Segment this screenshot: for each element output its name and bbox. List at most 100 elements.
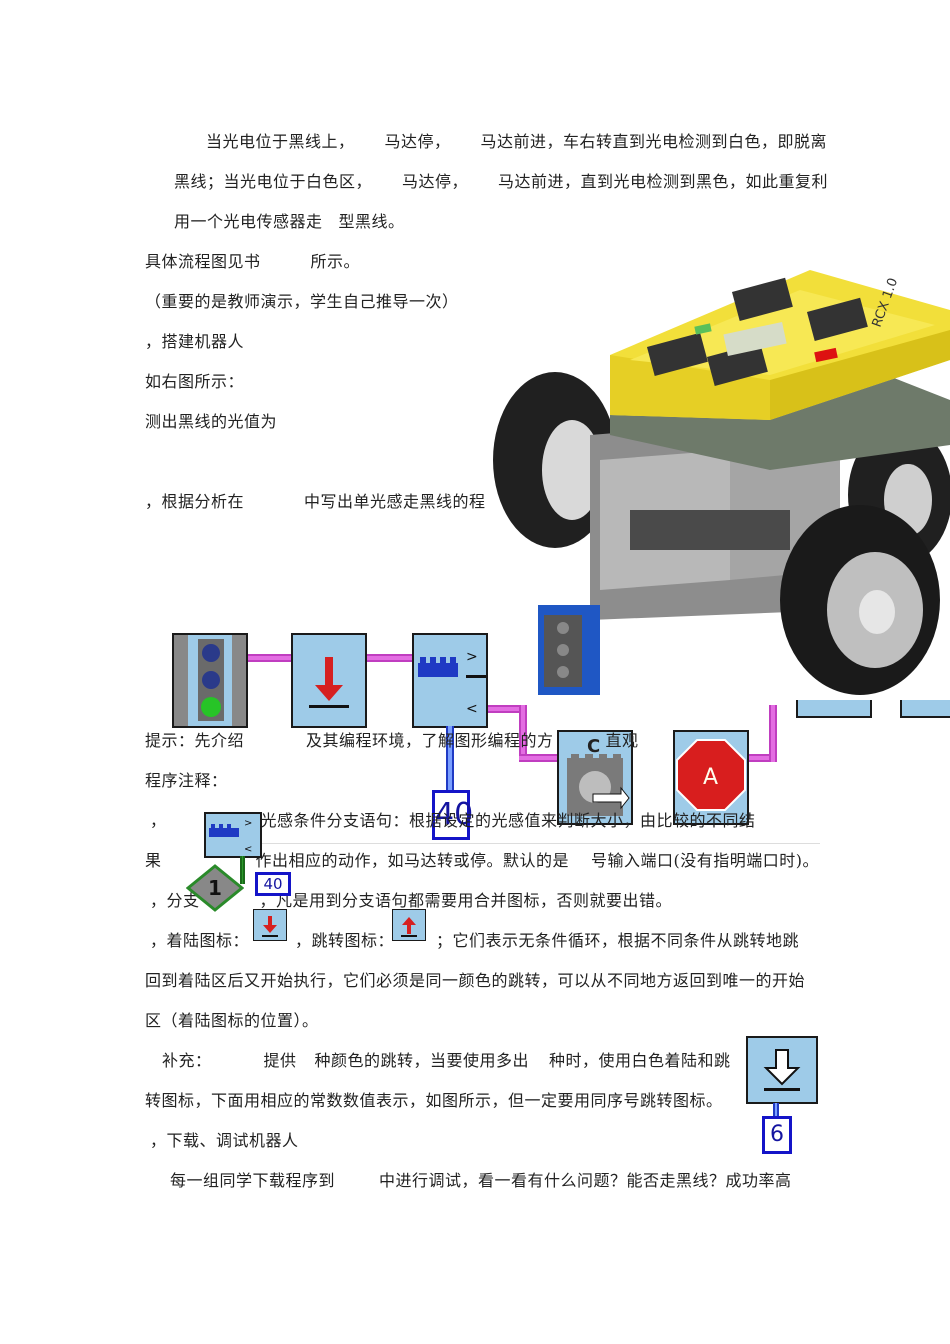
text-line-1: 当光电位于黑线上， 马达停， 马达前进，车右转直到光电检测到白色，即脱离 [206, 132, 827, 152]
text-segment: 回到着陆区后又开始执行，它们必须是同一颜色的跳转，可以从不同地方返回到唯一的开始 [145, 971, 806, 990]
text-segment: 提供 [263, 1051, 297, 1070]
sensor-branch-block[interactable]: > < [412, 633, 488, 728]
text-line-20: ，下载、调试机器人 [150, 1131, 299, 1151]
jump-number-box: 6 [762, 1116, 792, 1154]
jump-inline-icon [392, 909, 426, 941]
divider [260, 843, 820, 844]
text-segment: 补充： [162, 1051, 212, 1070]
text-line-14: ，分支 ，凡是用到分支语句都需要用合并图标，否则就要出错。 [150, 891, 672, 911]
threshold-value: 40 [435, 797, 474, 832]
text-segment: 果 [145, 851, 162, 870]
text-segment: 型黑线。 [338, 212, 405, 231]
stop-sign-icon: A [676, 739, 746, 811]
light-sensor-icon: > < [209, 818, 252, 855]
landing-inline-icon [253, 909, 287, 941]
merge-number: 1 [208, 876, 222, 900]
text-segment: ，搭建机器人 [145, 332, 245, 351]
threshold-box[interactable]: 40 [432, 790, 474, 840]
text-segment: 直观 [605, 731, 639, 750]
down-arrow-outline-icon [763, 1049, 801, 1091]
text-segment: 每一组同学下载程序到 [170, 1171, 336, 1190]
text-segment: ，分支 [150, 891, 200, 910]
text-line-21: 每一组同学下载程序到 中进行调试，看一看有什么问题？能否走黑线？成功率高 [170, 1171, 792, 1191]
program-wire [486, 705, 526, 713]
text-segment: 区（着陆图标的位置）。 [145, 1011, 319, 1030]
text-segment: （重要的是教师演示，学生自己推导一次） [145, 292, 459, 311]
text-segment: 提示：先介绍 [145, 731, 245, 750]
text-segment: ，凡是用到分支语句都需要用合并图标，否则就要出错。 [259, 891, 673, 910]
text-segment: 当光电位于黑线上， [206, 132, 355, 151]
text-segment: 种颜色的跳转，当要使用多出 [314, 1051, 530, 1070]
text-line-2: 黑线；当光电位于白色区， 马达停， 马达前进，直到光电检测到黑色，如此重复利 [174, 172, 828, 192]
port-label: C [587, 736, 600, 757]
text-segment: ；它们表示无条件循环，根据不同条件从跳转地跳 [436, 931, 800, 950]
text-segment: ，跳转图标： [295, 931, 395, 950]
program-wire [748, 754, 776, 762]
merge-diamond-icon: 1 [186, 864, 244, 912]
text-line-17: 区（着陆图标的位置）。 [145, 1011, 319, 1031]
text-line-6: ，搭建机器人 [145, 332, 244, 352]
text-line-7: 如右图所示： [145, 372, 244, 392]
text-segment: 转图标，下面用相应的常数数值表示，如图所示，但一定要用同序号跳转图标。 [145, 1091, 723, 1110]
down-arrow-icon [309, 657, 349, 708]
text-line-10: 提示：先介绍 及其编程环境，了解图形编程的方 直观 [145, 731, 639, 751]
text-segment: 马达停， [384, 132, 451, 151]
down-arrow-icon [262, 916, 278, 937]
text-segment: 如右图所示： [145, 372, 245, 391]
text-line-19: 转图标，下面用相应的常数数值表示，如图所示，但一定要用同序号跳转图标。 [145, 1091, 723, 1111]
text-segment: 所示。 [310, 252, 361, 271]
svg-text:>: > [466, 649, 478, 665]
traffic-light-icon [174, 635, 246, 726]
text-line-9: ，根据分析在 中写出单光感走黑线的程 [145, 492, 486, 512]
text-segment: 中进行调试，看一看有什么问题？能否走黑线？成功率高 [379, 1171, 792, 1190]
partial-block[interactable] [900, 700, 950, 718]
text-segment: 光感条件分支语句：根据设定的光感值来判断大小，由比较的不同结 [260, 811, 756, 830]
small-branch-block: > < [204, 812, 262, 858]
svg-text:<: < [244, 844, 252, 855]
jump-number: 6 [770, 1122, 784, 1147]
text-segment: 马达前进，直到光电检测到黑色，如此重复利 [498, 172, 829, 191]
text-line-13: 果作出相应的动作，如马达转或停。默认的是号输入端口(没有指明端口时)。 [145, 851, 819, 871]
text-segment: 用一个光电传感器走 [174, 212, 323, 231]
landing-block[interactable] [291, 633, 367, 728]
program-wire [247, 654, 293, 662]
small-wire [240, 856, 245, 884]
text-line-16: 回到着陆区后又开始执行，它们必须是同一颜色的跳转，可以从不同地方返回到唯一的开始 [145, 971, 805, 991]
text-segment: ，根据分析在 [145, 492, 245, 511]
text-line-18: 补充： 提供种颜色的跳转，当要使用多出种时，使用白色着陆和跳 [162, 1051, 731, 1071]
up-arrow-icon [401, 917, 417, 937]
svg-text:<: < [466, 701, 478, 717]
text-segment: 黑线；当光电位于白色区， [174, 172, 373, 191]
robot-illustration: RCX 1.0 [493, 270, 950, 695]
text-segment: 中写出单光感走黑线的程 [304, 492, 486, 511]
text-line-3: 用一个光电传感器走型黑线。 [174, 212, 405, 232]
text-segment: 测出黑线的光值为 [145, 412, 278, 431]
text-segment: ，着陆图标： [150, 931, 250, 950]
start-block[interactable] [172, 633, 248, 728]
text-segment: 种时，使用白色着陆和跳 [549, 1051, 731, 1070]
text-segment: 具体流程图见书 [145, 252, 261, 271]
program-wire [365, 654, 414, 662]
program-wire [769, 705, 777, 762]
small-threshold-value: 40 [263, 875, 283, 893]
small-threshold-box: 40 [255, 872, 291, 896]
program-wire [519, 754, 559, 762]
jump-number-wire [773, 1103, 779, 1117]
partial-block[interactable] [796, 700, 872, 718]
text-line-11: 程序注释： [145, 771, 228, 791]
light-sensor-icon: > < [418, 649, 486, 717]
text-segment: 号输入端口(没有指明端口时)。 [591, 851, 820, 870]
program-wire [519, 705, 527, 760]
motor-c-block[interactable]: C [557, 730, 633, 825]
stop-block[interactable]: A [673, 730, 749, 825]
text-segment: 及其编程环境，了解图形编程的方 [306, 731, 554, 750]
text-segment: 马达停， [402, 172, 469, 191]
text-segment: 程序注释： [145, 771, 228, 790]
text-segment: 马达前进，车右转直到光电检测到白色，即脱离 [480, 132, 828, 151]
motor-icon: C [567, 736, 630, 816]
text-segment: ， [150, 811, 167, 830]
text-line-8: 测出黑线的光值为 [145, 412, 277, 432]
text-line-5: （重要的是教师演示，学生自己推导一次） [145, 292, 459, 312]
white-jump-block [746, 1036, 818, 1104]
svg-text:>: > [244, 818, 252, 829]
